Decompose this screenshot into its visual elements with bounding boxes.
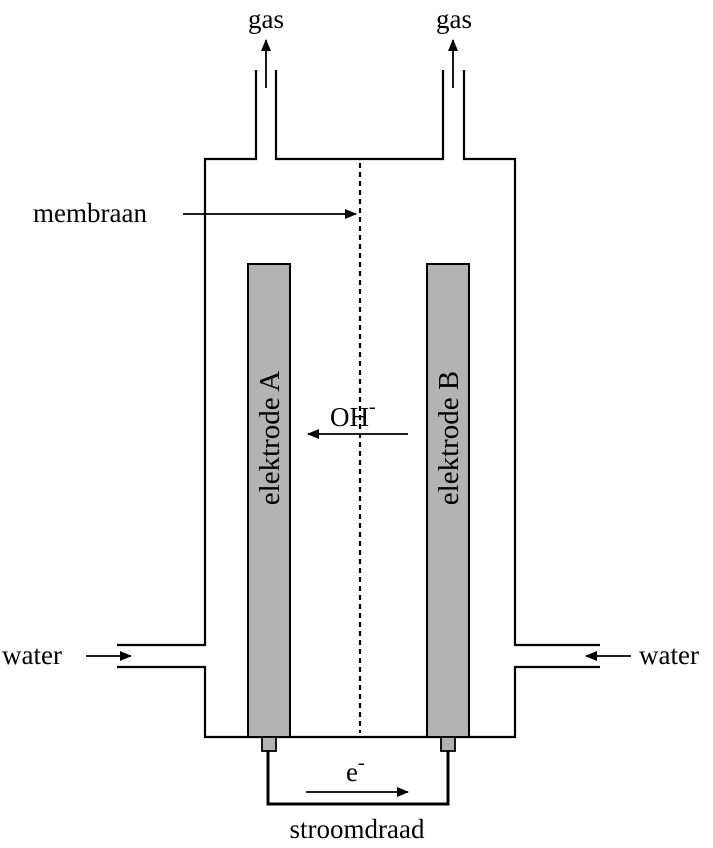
electrode-a-terminal <box>261 736 277 752</box>
gas-right-label: gas <box>436 4 472 34</box>
vessel-wall <box>117 70 600 739</box>
wire-label: stroomdraad <box>290 814 425 844</box>
ion-formula: OH <box>330 402 369 432</box>
electrode-b-label: elektrode B <box>433 371 465 505</box>
electrode-a <box>247 263 291 738</box>
electron-symbol: e <box>346 757 358 787</box>
electrode-a-label: elektrode A <box>254 371 286 506</box>
wire <box>266 751 450 806</box>
gas-left-label: gas <box>248 4 284 34</box>
electron-label: e- <box>346 752 365 787</box>
membrane-label: membraan <box>33 198 147 228</box>
water-right-label: water <box>639 640 699 670</box>
electron-charge: - <box>358 752 365 774</box>
ion-charge: - <box>369 396 376 418</box>
electrode-b-terminal <box>440 736 456 752</box>
electrode-b <box>426 263 470 738</box>
ion-label: OH- <box>330 396 376 432</box>
water-left-label: water <box>2 640 62 670</box>
